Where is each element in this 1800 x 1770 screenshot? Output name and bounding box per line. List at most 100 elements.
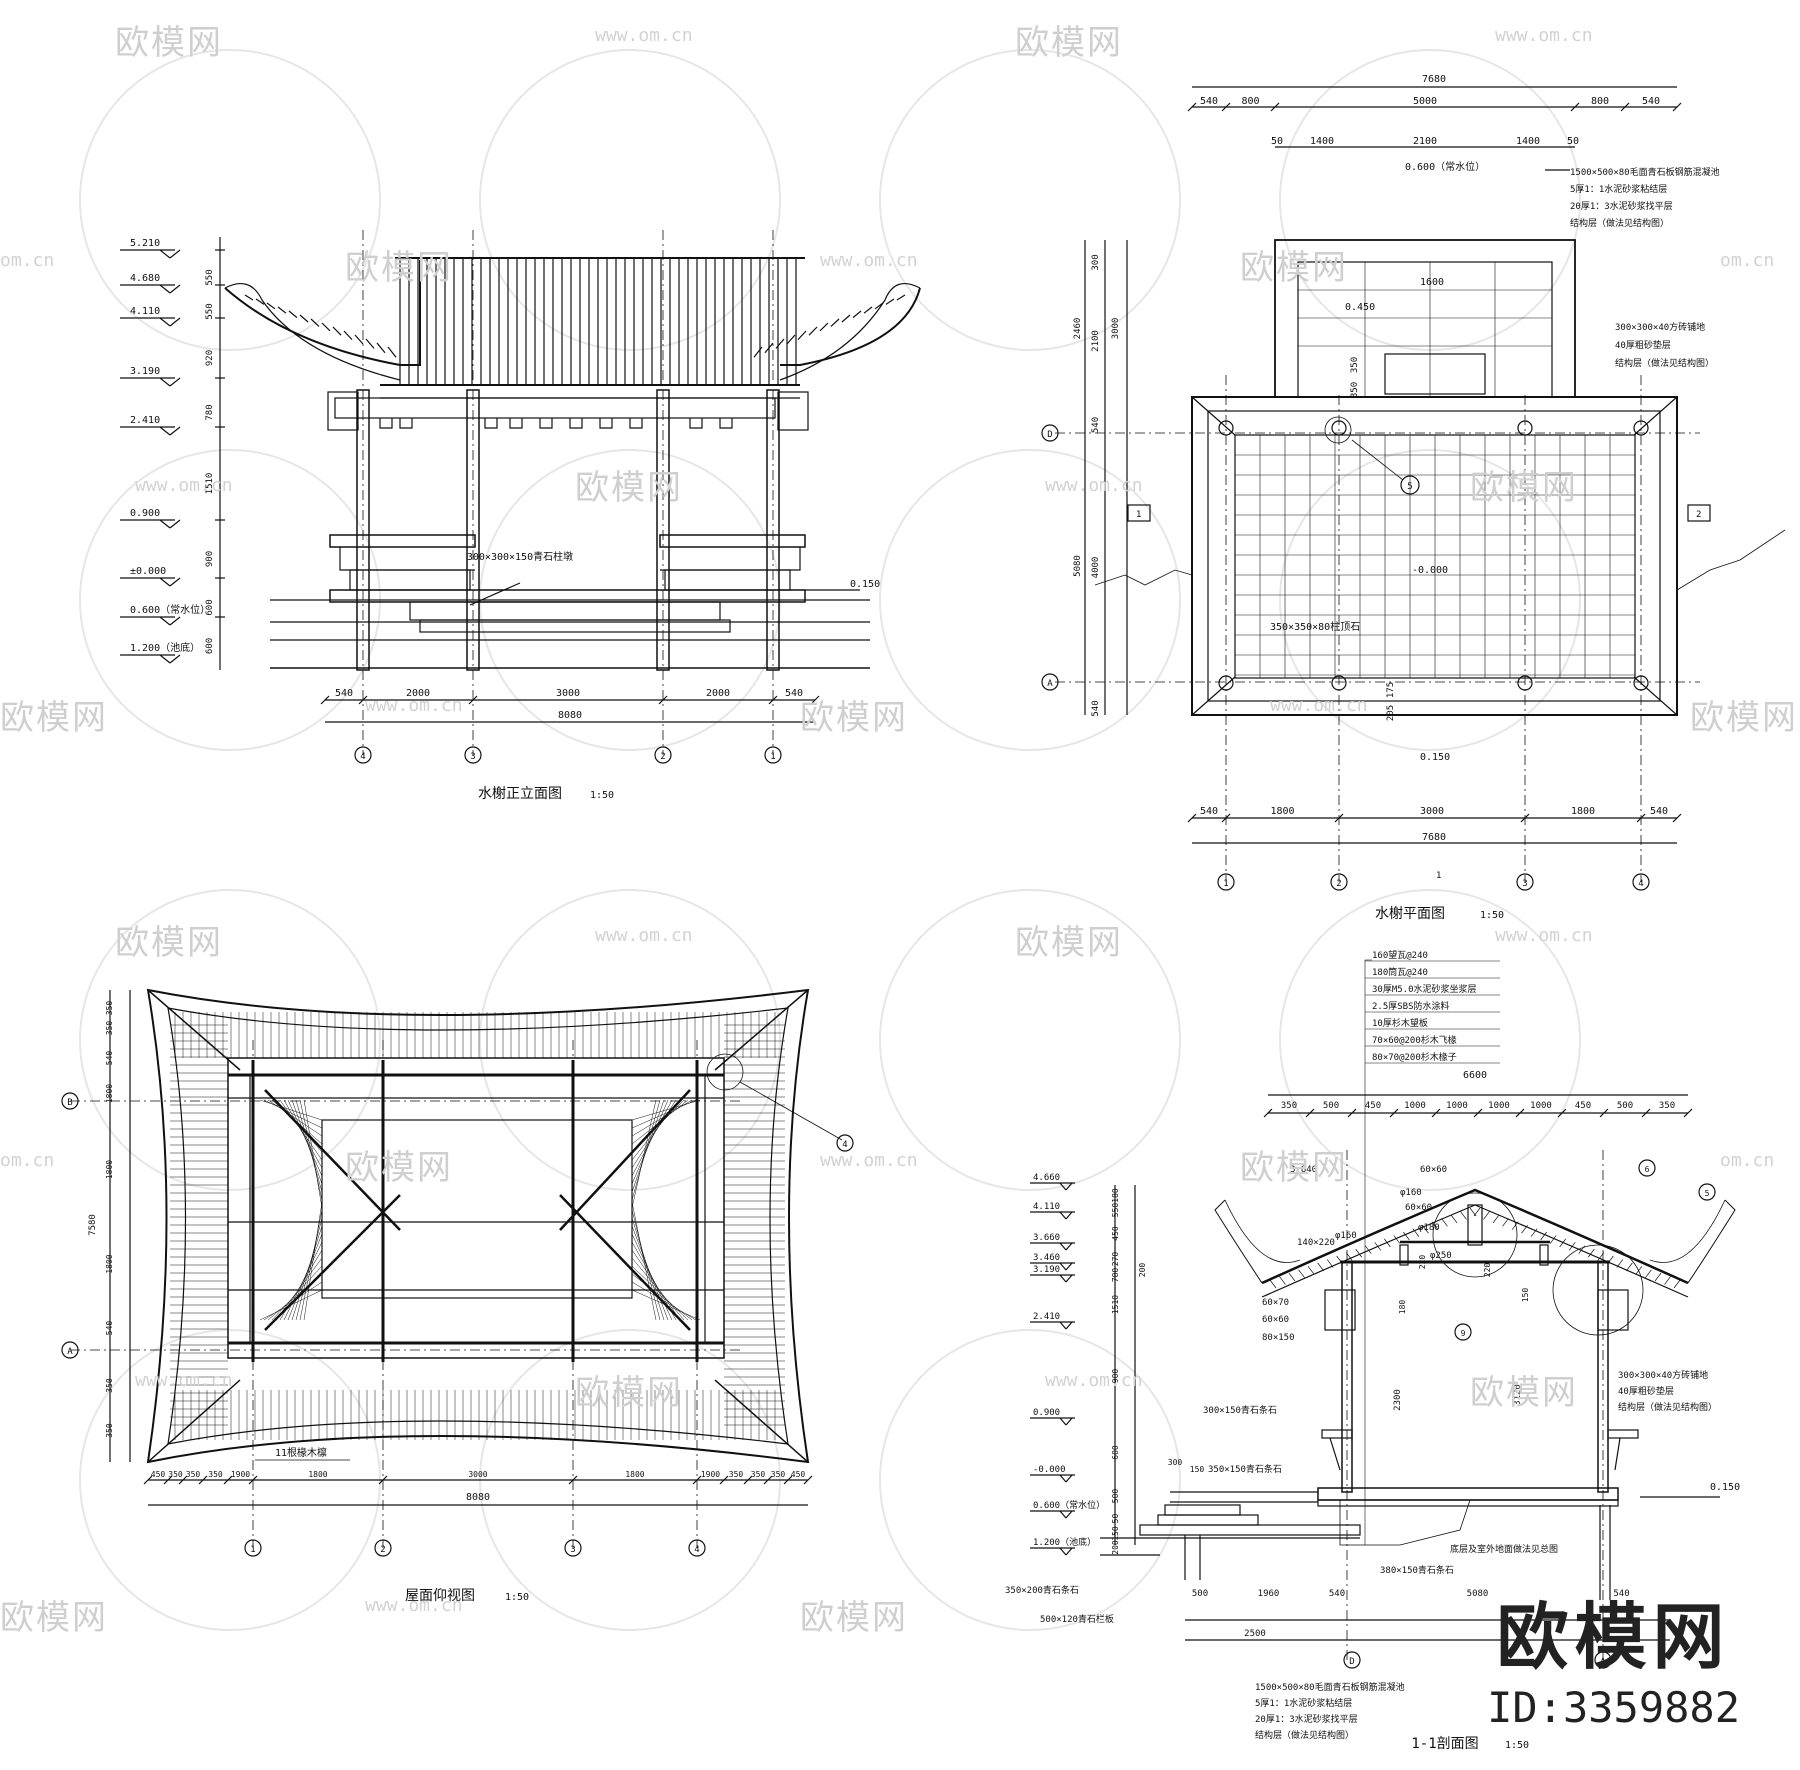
dimension-label: 3000	[556, 688, 580, 699]
watermark-url: www.om.cn	[1495, 25, 1593, 46]
dimension-label: 920	[205, 350, 215, 366]
axis-label: 1	[770, 752, 775, 762]
watermark-stamp: 欧模网	[1240, 1148, 1348, 1188]
note-label: 300×150青石条石	[1203, 1404, 1277, 1416]
dimension-label: 2000	[406, 688, 430, 699]
dimension-label: 50	[1111, 1514, 1120, 1524]
dimension-label: 350	[1350, 357, 1360, 373]
dimension-ticks	[1263, 1108, 1693, 1118]
watermark-stamp: 欧模网	[115, 23, 223, 63]
dimension-label: 2000	[706, 688, 730, 699]
member-label: 3.840	[1290, 1165, 1317, 1175]
axis-label: 2	[380, 1545, 385, 1555]
watermark-url: www.om.cn	[595, 25, 693, 46]
dimension-label: 180	[1398, 1300, 1407, 1315]
dimension-label: 150	[1111, 1526, 1120, 1541]
level-label: 2.410	[130, 415, 160, 426]
axis-label: 3	[470, 752, 475, 762]
level-label: 4.110	[130, 306, 160, 317]
dimension-label: 350	[208, 1470, 223, 1479]
dimension-total: 7680	[1422, 74, 1446, 85]
dimension-label: 220	[1418, 1255, 1427, 1270]
dimension-label: 540	[1613, 1589, 1629, 1599]
dimension-label: 350	[105, 1001, 114, 1016]
note-label: 10厚杉木望板	[1372, 1017, 1428, 1029]
note-label: 40厚粗砂垫层	[1615, 339, 1671, 351]
axis-label: 3	[570, 1545, 575, 1555]
level-markers	[120, 249, 225, 664]
axis-label: B	[67, 1098, 72, 1108]
dimension-label: 200	[1138, 1263, 1147, 1278]
member-label: 60×70	[1262, 1298, 1289, 1308]
dimension-total: 2500	[1244, 1629, 1266, 1639]
level-label: 1.200（池底）	[1033, 1536, 1096, 1548]
level-label: 3.190	[1033, 1265, 1060, 1275]
dimension-label: 500	[1323, 1101, 1339, 1111]
dimension-label: 1000	[1488, 1101, 1510, 1111]
level-label: 0.450	[1345, 302, 1375, 313]
dimension-label: 2300	[1393, 1389, 1403, 1411]
watermark-stamp: 欧模网	[345, 248, 453, 288]
note-label: 500×120青石栏板	[1040, 1613, 1114, 1625]
dimension-label: 1800	[105, 1160, 114, 1179]
dimension-total: 8080	[558, 710, 582, 721]
level-label: 4.660	[1033, 1173, 1060, 1183]
note-label: 2.5厚SBS防水涂料	[1372, 1000, 1450, 1012]
dimension-label: 1400	[1310, 136, 1334, 147]
watermark-url: www.om.cn	[365, 695, 463, 716]
section-label: 1	[1436, 871, 1441, 881]
drawing-scale: 1:50	[590, 790, 614, 801]
level-label: 5.210	[130, 238, 160, 249]
member-label: φ180	[1418, 1223, 1440, 1233]
detail-label: 5	[1705, 1189, 1710, 1198]
note-label: 11根椽木檩	[275, 1446, 327, 1459]
dimension-label: 1960	[1258, 1589, 1280, 1599]
watermark-stamp: 欧模网	[1470, 468, 1578, 508]
axis-label: D	[1047, 430, 1052, 440]
level-label: 0.600（常水位）	[1033, 1499, 1105, 1511]
axis-label: 2	[660, 752, 665, 762]
section-drawing	[1030, 959, 1736, 1669]
dimension-label: 1800	[1270, 806, 1294, 817]
dimension-label: 1400	[1516, 136, 1540, 147]
note-label: 底层及室外地面做法见总图	[1450, 1543, 1558, 1555]
dimension-label: 205	[1386, 705, 1396, 721]
note-label: 380×150青石条石	[1380, 1564, 1454, 1576]
level-label: 3.660	[1033, 1233, 1060, 1243]
level-label: 0.900	[1033, 1408, 1060, 1418]
dimension-label: 450	[1575, 1101, 1591, 1111]
axis-label: 1	[1223, 879, 1228, 889]
dimension-label: 1000	[1446, 1101, 1468, 1111]
dimension-label: 1900	[231, 1470, 250, 1479]
note-label: 160望瓦@240	[1372, 949, 1428, 961]
level-label: 1.200（池底）	[130, 641, 200, 654]
plan-drawing	[1041, 86, 1786, 891]
watermark-stamp: 欧模网	[575, 468, 683, 508]
note-label: 300×300×40方砖铺地	[1615, 321, 1705, 333]
note-label: 1500×500×80毛面青石板钢筋混凝池	[1255, 1681, 1405, 1693]
member-label: φ250	[1430, 1251, 1452, 1261]
section-label: 2	[1696, 510, 1701, 520]
dimension-total: 7580	[88, 1214, 98, 1236]
watermark-url: www.om.cn	[1495, 925, 1593, 946]
level-label: 3.190	[130, 366, 160, 377]
watermark-stamp: 欧模网	[1470, 1373, 1578, 1413]
note-label: 5厚1：1水泥砂浆粘结层	[1255, 1697, 1352, 1709]
dimension-label: 300	[1091, 254, 1101, 270]
member-label: 60×60	[1420, 1165, 1447, 1175]
watermark-url: www.om.cn	[1045, 475, 1143, 496]
watermark-stamp: 欧模网	[0, 698, 108, 738]
dimension-label: 540	[105, 1051, 114, 1066]
dimension-label: 3000	[1111, 318, 1121, 340]
dimension-label: 1800	[105, 1254, 114, 1273]
dimension-label: 350	[168, 1470, 183, 1479]
dimension-label: 350	[186, 1470, 201, 1479]
level-label: 0.900	[130, 508, 160, 519]
watermark-url: www.om.cn	[135, 1370, 233, 1391]
dimension-label: 175	[1386, 682, 1396, 698]
roof-tiles	[244, 258, 906, 385]
floor-grid	[1234, 434, 1636, 678]
dimension-label: 3120	[1513, 1384, 1523, 1406]
level-label: 0.600（常水位）	[1405, 160, 1485, 173]
axis-label: A	[1047, 679, 1053, 689]
